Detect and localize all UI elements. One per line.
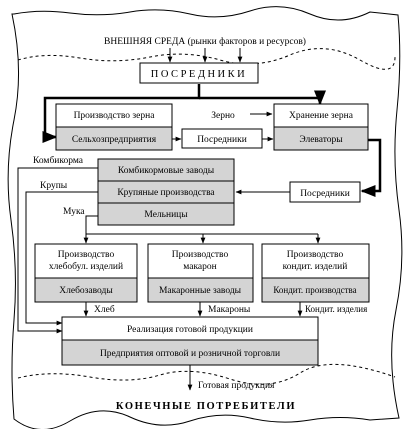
arrow-top-to-storage bbox=[199, 90, 326, 106]
grain-production-title: Производство зерна bbox=[74, 111, 156, 121]
flour-mills-label: Мельницы bbox=[144, 210, 188, 220]
arrow-flour-branch bbox=[85, 215, 98, 234]
groats-flow-label: Крупы bbox=[40, 181, 68, 191]
confect-plants-box bbox=[261, 277, 370, 303]
feed-mills-label: Комбикормовые заводы bbox=[118, 165, 215, 176]
bakeries-box bbox=[34, 277, 138, 303]
arrow-groats-to-sales bbox=[25, 191, 98, 326]
intermediaries-right-label: Посредники bbox=[300, 189, 350, 199]
intermediaries-top-label: ПОСРЕДНИКИ bbox=[151, 69, 247, 80]
confect-flow-label: Кондит. изделия bbox=[305, 304, 367, 314]
sales-title: Реализация готовой продукции bbox=[127, 324, 253, 335]
elevators-label: Элеваторы bbox=[299, 135, 343, 145]
bread-flow-label: Хлеб bbox=[94, 304, 115, 315]
feed-flow-label: Комбикорма bbox=[33, 155, 84, 166]
grain-flow-label: Зерно bbox=[211, 111, 235, 121]
arrow-top-to-grain bbox=[42, 84, 201, 143]
boundary-bottom bbox=[17, 363, 396, 385]
pasta-plants-label: Макаронные заводы bbox=[159, 286, 242, 296]
confect-title-2: кондит. изделий bbox=[283, 261, 348, 272]
boundary-top bbox=[17, 48, 396, 70]
bakery-title-2: хлебобул. изделий bbox=[49, 261, 123, 272]
external-environment-title: ВНЕШНЯЯ СРЕДА (рынки факторов и ресурсов… bbox=[104, 36, 306, 47]
groats-production-label: Крупяные производства bbox=[117, 188, 215, 198]
bakeries-label: Хлебозаводы bbox=[59, 285, 113, 296]
farms-label: Сельхозпредприятия bbox=[72, 135, 157, 145]
elevators-box bbox=[273, 126, 369, 151]
confect-title-1: Производство bbox=[287, 250, 344, 260]
pasta-title-2: макарон bbox=[183, 262, 216, 272]
grain-storage-title: Хранение зерна bbox=[289, 111, 354, 121]
arrow-elevators-down bbox=[360, 138, 382, 197]
trade-enterprises-label: Предприятия оптовой и розничной торговли bbox=[100, 348, 280, 359]
end-consumers-label: КОНЕЧНЫЕ ПОТРЕБИТЕЛИ bbox=[116, 401, 296, 412]
flour-flow-label: Мука bbox=[63, 207, 85, 217]
bakery-title-1: Производство bbox=[58, 250, 115, 260]
flour-mills-box bbox=[97, 202, 235, 226]
pasta-plants-box bbox=[147, 277, 254, 303]
pasta-flow-label: Макароны bbox=[208, 305, 251, 315]
intermediaries-middle-label: Посредники bbox=[197, 135, 247, 145]
arrow-feed-to-sales bbox=[17, 167, 98, 334]
intermediaries-top-box bbox=[139, 62, 259, 84]
final-product-label: Готовая продукция bbox=[198, 381, 275, 391]
confect-plants-label: Кондит. производства bbox=[273, 285, 356, 295]
pasta-title-1: Производство bbox=[172, 250, 229, 260]
trade-enterprises-box bbox=[61, 339, 319, 366]
